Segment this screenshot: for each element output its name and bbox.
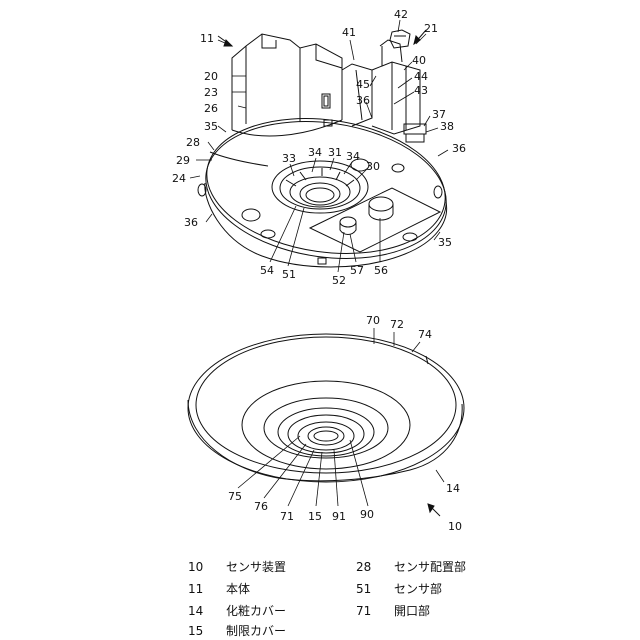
ref-14: 14 <box>446 482 460 495</box>
legend-label: 化粧カバー <box>226 604 286 618</box>
ref-36-right: 36 <box>452 142 466 155</box>
ref-21: 21 <box>424 22 438 35</box>
ref-20: 20 <box>204 70 218 83</box>
ref-35-right: 35 <box>438 236 452 249</box>
legend-number: 51 <box>356 582 394 596</box>
legend-item: 15制限カバー <box>188 622 286 639</box>
ref-71: 71 <box>280 510 294 523</box>
legend-number: 14 <box>188 604 226 618</box>
legend-label: 本体 <box>226 582 250 596</box>
legend-number: 11 <box>188 582 226 596</box>
legend-item: 71開口部 <box>356 602 430 619</box>
ref-54: 54 <box>260 264 274 277</box>
legend-item: 14化粧カバー <box>188 602 286 619</box>
ref-34-right: 34 <box>346 150 360 163</box>
legend-number: 28 <box>356 560 394 574</box>
ref-45: 45 <box>356 78 370 91</box>
ref-33: 33 <box>282 152 296 165</box>
ref-42: 42 <box>394 8 408 21</box>
ref-29: 29 <box>176 154 190 167</box>
ref-24: 24 <box>172 172 186 185</box>
ref-51: 51 <box>282 268 296 281</box>
legend-item: 28センサ配置部 <box>356 558 466 575</box>
ref-74: 74 <box>418 328 432 341</box>
legend-label: センサ部 <box>394 582 442 596</box>
ref-43: 43 <box>414 84 428 97</box>
ref-72: 72 <box>390 318 404 331</box>
ref-57: 57 <box>350 264 364 277</box>
ref-36-left: 36 <box>184 216 198 229</box>
legend-label: 開口部 <box>394 604 430 618</box>
ref-41: 41 <box>342 26 356 39</box>
legend-item: 11本体 <box>188 580 250 597</box>
ref-26: 26 <box>204 102 218 115</box>
legend-number: 71 <box>356 604 394 618</box>
legend-label: 制限カバー <box>226 624 286 638</box>
ref-35: 35 <box>204 120 218 133</box>
ref-44: 44 <box>414 70 428 83</box>
ref-15: 15 <box>308 510 322 523</box>
ref-90: 90 <box>360 508 374 521</box>
lower-cover <box>188 334 464 482</box>
ref-70: 70 <box>366 314 380 327</box>
ref-31: 31 <box>328 146 342 159</box>
ref-30: 30 <box>366 160 380 173</box>
ref-11: 11 <box>200 32 214 45</box>
legend-number: 10 <box>188 560 226 574</box>
ref-10: 10 <box>448 520 462 533</box>
legend-label: センサ配置部 <box>394 560 466 574</box>
legend-item: 51センサ部 <box>356 580 442 597</box>
ref-40: 40 <box>412 54 426 67</box>
ref-91: 91 <box>332 510 346 523</box>
ref-75: 75 <box>228 490 242 503</box>
ref-23: 23 <box>204 86 218 99</box>
ref-36-top: 36 <box>356 94 370 107</box>
ref-34-left: 34 <box>308 146 322 159</box>
ref-52: 52 <box>332 274 346 287</box>
ref-28: 28 <box>186 136 200 149</box>
ref-38: 38 <box>440 120 454 133</box>
legend-item: 10センサ装置 <box>188 558 286 575</box>
ref-76: 76 <box>254 500 268 513</box>
legend-label: センサ装置 <box>226 560 286 574</box>
ref-56: 56 <box>374 264 388 277</box>
legend-number: 15 <box>188 624 226 638</box>
